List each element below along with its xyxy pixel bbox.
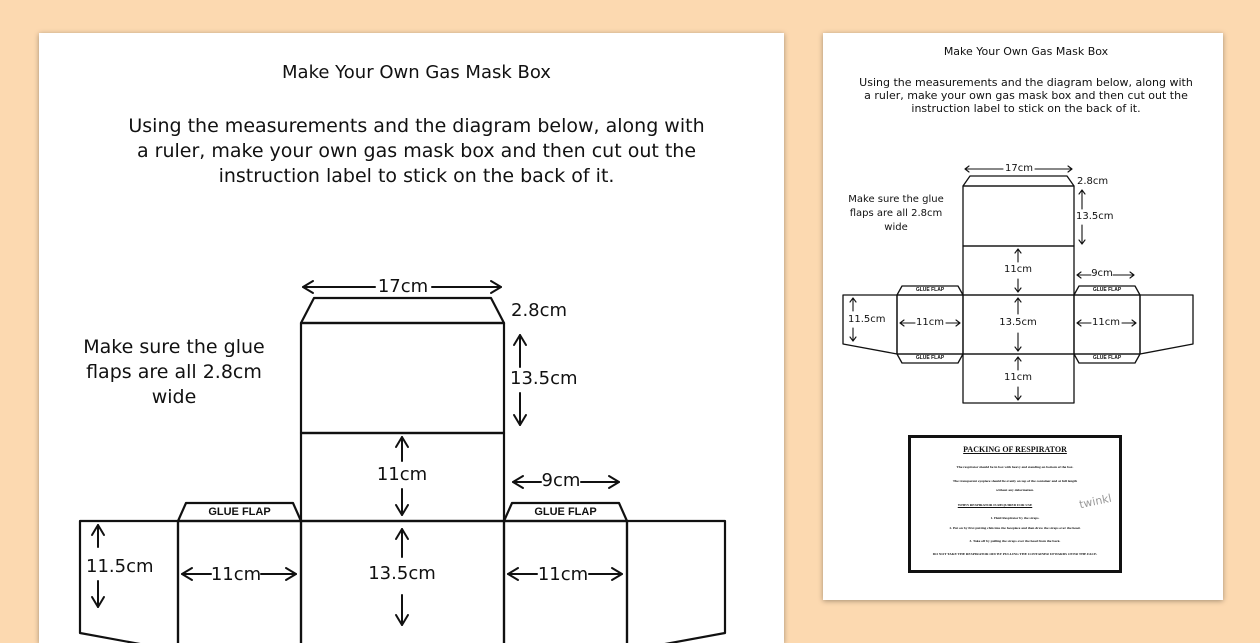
- label-line-1: The respirator should be in box with hea…: [956, 465, 1074, 469]
- dim-right-width: 11cm: [537, 564, 589, 585]
- glue-note-line-3: wide: [151, 386, 197, 408]
- box-net-diagram: [78, 280, 727, 643]
- dim-lid-height: 13.5cm: [1076, 211, 1114, 222]
- dim-left-width: 11cm: [210, 564, 262, 585]
- label-warning: DO NOT TAKE THE RESPIRATOR OFF BY PULLIN…: [932, 552, 1098, 556]
- dim-top-face: 11cm: [376, 464, 428, 485]
- right-glue-flap: [502, 501, 629, 523]
- instructions-line-1: Using the measurements and the diagram b…: [859, 76, 1193, 89]
- dim-right-width: 11cm: [1092, 317, 1120, 328]
- label-line-3: without any deformation.: [995, 488, 1034, 492]
- label-heading: PACKING OF RESPIRATOR: [963, 445, 1067, 454]
- glue-note-line-1: Make sure the glue: [83, 336, 265, 358]
- outer-right-flap: [625, 519, 727, 643]
- dim-side-flap-width: 9cm: [1091, 268, 1113, 279]
- worksheet-large: Make Your Own Gas Mask Box Using the mea…: [39, 33, 784, 643]
- worksheet-small: Make Your Own Gas Mask Box Using the mea…: [823, 33, 1223, 600]
- dim-center-height: 13.5cm: [368, 563, 436, 584]
- page-title: Make Your Own Gas Mask Box: [282, 62, 551, 83]
- dim-side-height: 11.5cm: [848, 314, 886, 325]
- instructions-line-3: instruction label to stick on the back o…: [218, 165, 615, 187]
- glue-flap-label-right: GLUE FLAP: [534, 506, 597, 518]
- glue-note-line-2: flaps are all 2.8cm: [849, 208, 943, 219]
- page-title: Make Your Own Gas Mask Box: [943, 45, 1109, 58]
- box-net-diagram: [842, 165, 1194, 404]
- dim-flap-height: 2.8cm: [511, 300, 568, 321]
- glue-note-line-1: Make sure the glue: [848, 194, 944, 205]
- lid-panel: [299, 321, 506, 435]
- dim-top-face: 11cm: [1004, 264, 1032, 275]
- label-subheading: WHEN RESPIRATOR IS REQUIRED FOR USE: [957, 503, 1033, 507]
- outer-left-flap: [78, 519, 180, 643]
- glue-flap-label-3: GLUE FLAP: [915, 355, 945, 361]
- top-glue-flap: [299, 296, 506, 325]
- glue-flap-label-2: GLUE FLAP: [1092, 287, 1122, 293]
- dim-center-height: 13.5cm: [999, 317, 1037, 328]
- left-glue-flap: [176, 501, 303, 523]
- dim-lid-height: 13.5cm: [510, 368, 578, 389]
- label-step-2: 2. Put on by first putting chin into the…: [949, 526, 1081, 530]
- instructions-line-2: a ruler, make your own gas mask box and …: [136, 140, 697, 162]
- dim-bottom-face: 11cm: [1004, 372, 1032, 383]
- instructions-line-3: instruction label to stick on the back o…: [911, 102, 1141, 115]
- instructions-line-1: Using the measurements and the diagram b…: [128, 115, 705, 137]
- dim-width-top: 17cm: [1005, 163, 1033, 174]
- instructions-line-2: a ruler, make your own gas mask box and …: [864, 89, 1188, 102]
- glue-note-line-3: wide: [884, 222, 908, 233]
- dim-flap-height: 2.8cm: [1077, 176, 1109, 187]
- glue-flap-label-left: GLUE FLAP: [208, 506, 271, 518]
- dim-side-flap-width: 9cm: [541, 470, 581, 491]
- dim-side-height: 11.5cm: [86, 556, 154, 577]
- label-line-2: The transparent eyepiece should lie even…: [952, 479, 1078, 483]
- label-step-3: 3. Take off by pulling the straps over t…: [969, 539, 1061, 543]
- twinkl-watermark: twinkl: [1078, 491, 1113, 512]
- glue-flap-label-1: GLUE FLAP: [915, 287, 945, 293]
- dim-width-top: 17cm: [377, 276, 429, 297]
- dim-left-width: 11cm: [916, 317, 944, 328]
- glue-flap-label-4: GLUE FLAP: [1092, 355, 1122, 361]
- label-step-1: 1. Hold Respirator by the straps.: [990, 516, 1040, 520]
- instruction-label: PACKING OF RESPIRATOR The respirator sho…: [908, 435, 1122, 573]
- glue-note-line-2: flaps are all 2.8cm: [86, 361, 262, 383]
